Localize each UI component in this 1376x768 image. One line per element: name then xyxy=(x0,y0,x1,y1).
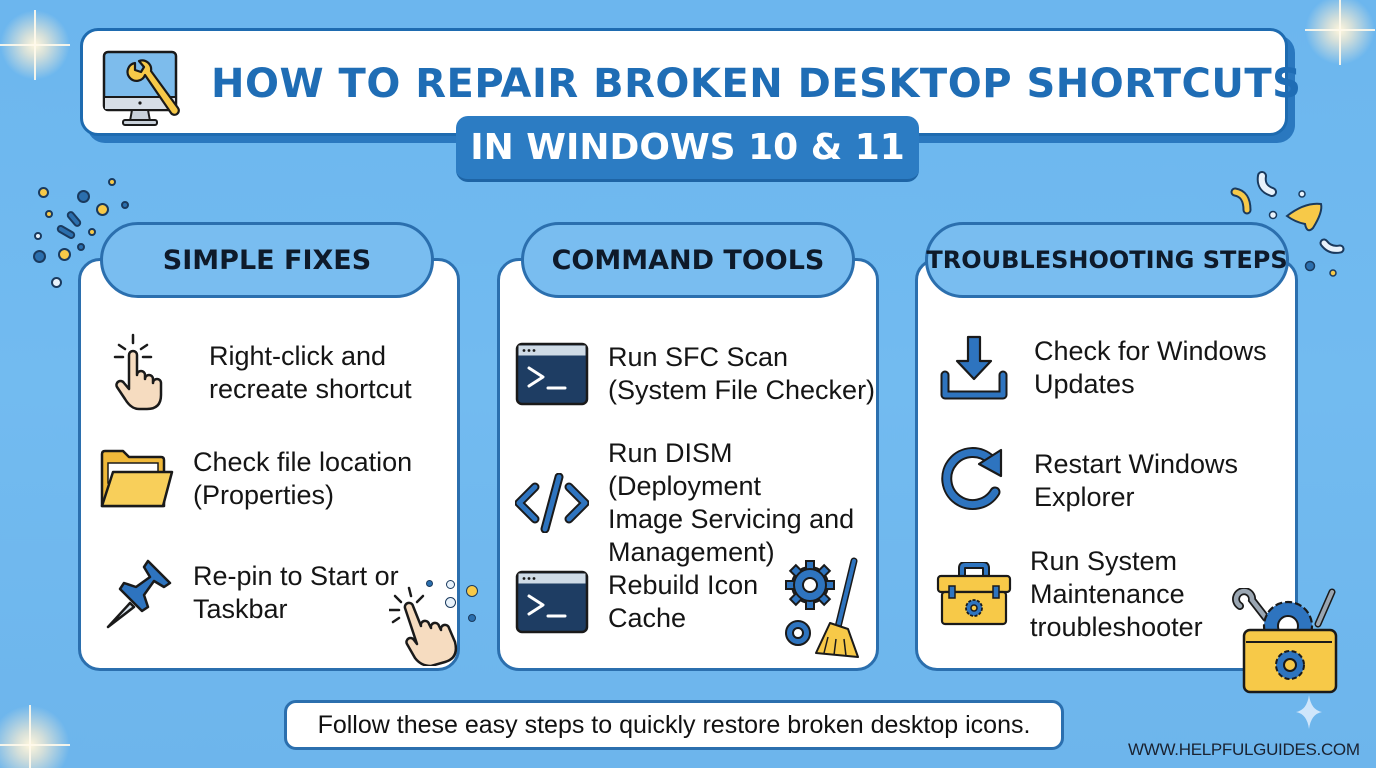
code-icon xyxy=(514,473,590,533)
sparkle-decoration xyxy=(0,10,70,80)
subtitle-banner: IN WINDOWS 10 & 11 xyxy=(456,116,919,182)
item-text: Re-pin to Start or Taskbar xyxy=(193,561,399,624)
gears-broom-icon xyxy=(780,557,870,666)
section-heading: COMMAND TOOLS xyxy=(521,222,855,298)
section-simple-fixes: Right-click and recreate shortcut Check … xyxy=(78,258,460,671)
monitor-wrench-icon xyxy=(101,49,197,134)
sparkle-decoration xyxy=(1305,0,1375,65)
refresh-icon xyxy=(936,446,1012,516)
star-decoration xyxy=(1296,695,1322,729)
terminal-icon xyxy=(514,342,590,406)
section-heading: SIMPLE FIXES xyxy=(100,222,434,298)
section-command-tools: Run SFC Scan (System File Checker) Run D… xyxy=(497,258,879,671)
item-text: Run SFC Scan (System File Checker) xyxy=(608,342,876,405)
item-text: Run DISM (Deployment Image Servicing and… xyxy=(608,438,855,567)
list-item: Rebuild Icon Cache xyxy=(514,569,758,635)
item-text: Restart Windows Explorer xyxy=(1034,449,1239,512)
list-item: Right-click and recreate shortcut xyxy=(103,333,412,413)
list-item: Restart Windows Explorer xyxy=(936,446,1238,516)
terminal-icon xyxy=(514,570,590,634)
list-item: Run System Maintenance troubleshooter xyxy=(936,545,1203,644)
footer-message: Follow these easy steps to quickly resto… xyxy=(284,700,1064,750)
folder-open-icon xyxy=(99,448,175,510)
toolbox-icon xyxy=(936,561,1012,628)
section-heading: TROUBLESHOOTING STEPS xyxy=(925,222,1289,298)
list-item: Run DISM (Deployment Image Servicing and… xyxy=(514,437,876,569)
list-item: Re-pin to Start or Taskbar xyxy=(101,557,399,629)
page-title: HOW TO REPAIR BROKEN DESKTOP SHORTCUTS xyxy=(211,61,1302,107)
list-item: Check file location (Properties) xyxy=(99,446,412,512)
sparkle-decoration xyxy=(0,705,70,768)
item-text: Check for Windows Updates xyxy=(1034,336,1267,399)
toolkit-gear-icon xyxy=(1232,587,1342,699)
pointer-click-icon xyxy=(103,333,179,413)
pointer-click-icon xyxy=(387,586,461,671)
download-icon xyxy=(936,333,1012,403)
website-link[interactable]: WWW.HELPFULGUIDES.COM xyxy=(1128,740,1360,759)
pushpin-icon xyxy=(101,557,177,629)
item-text: Right-click and recreate shortcut xyxy=(209,341,412,404)
item-text: Run System Maintenance troubleshooter xyxy=(1030,546,1203,642)
item-text: Rebuild Icon Cache xyxy=(608,570,759,633)
item-text: Check file location (Properties) xyxy=(193,447,413,510)
list-item: Check for Windows Updates xyxy=(936,333,1267,403)
list-item: Run SFC Scan (System File Checker) xyxy=(514,341,875,407)
